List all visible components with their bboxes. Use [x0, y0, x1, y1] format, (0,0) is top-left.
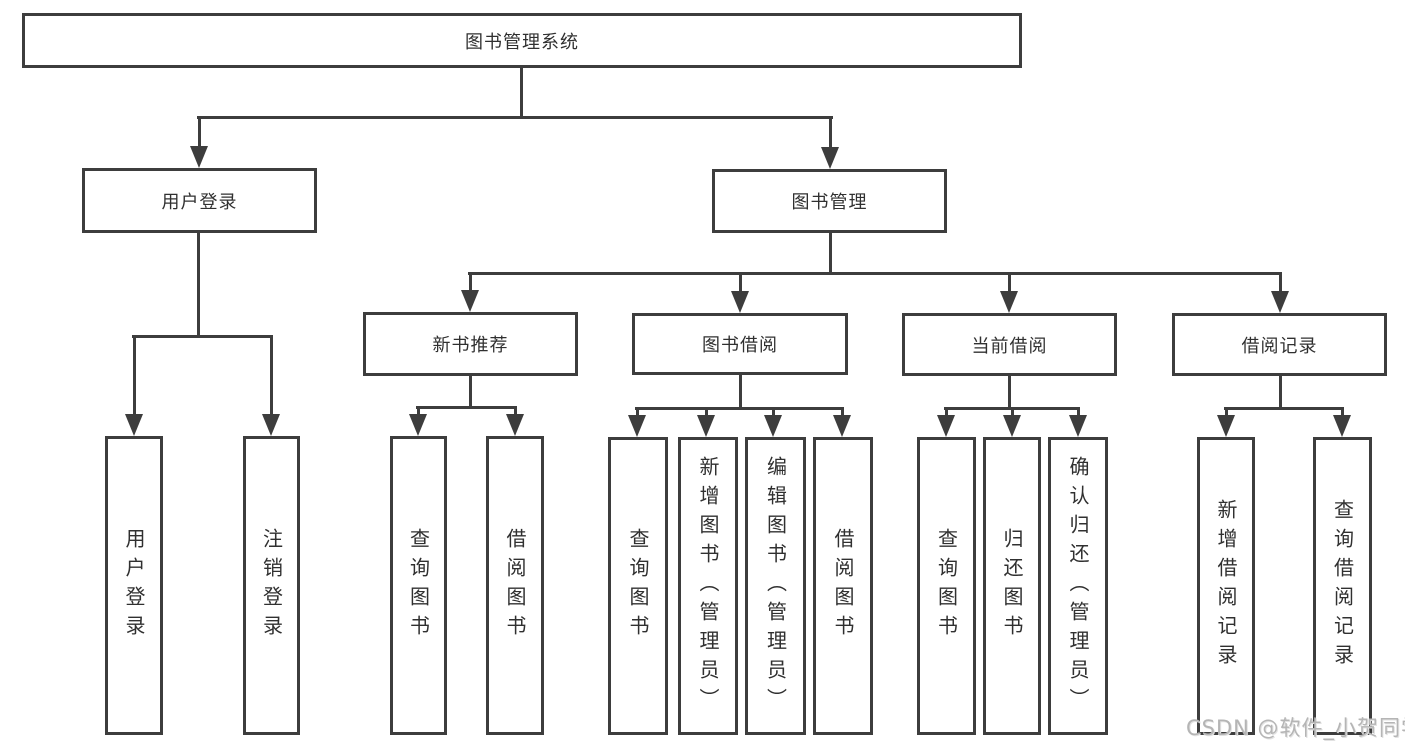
connector-line [1011, 408, 1014, 417]
arrow-down-icon [628, 415, 646, 437]
connector-line [1279, 376, 1282, 410]
connector-line [133, 336, 136, 416]
connector-line [468, 272, 1282, 275]
arrow-down-icon [821, 147, 839, 169]
leaf-label: 查询图书 [406, 527, 431, 644]
node-book-borrowing: 图书借阅 [632, 313, 848, 375]
connector-line [841, 408, 844, 417]
arrow-down-icon [1069, 415, 1087, 437]
arrow-down-icon [1000, 291, 1018, 313]
arrow-down-icon [262, 414, 280, 436]
arrow-down-icon [731, 291, 749, 313]
node-user-login: 用户登录 [82, 168, 317, 233]
arrow-down-icon [506, 414, 524, 436]
arrow-down-icon [764, 415, 782, 437]
connector-line [1077, 408, 1080, 417]
leaf-cb-confirm-return-admin: 确认归还（管理员） [1048, 437, 1108, 735]
node-label: 当前借阅 [971, 335, 1048, 357]
leaf-nb-borrow-books: 借阅图书 [486, 436, 544, 735]
leaf-label: 用户登录 [122, 527, 146, 644]
connector-line [520, 68, 523, 119]
leaf-label: 借阅图书 [831, 528, 855, 644]
node-library-management-system: 图书管理系统 [22, 13, 1022, 68]
leaf-label: 注销登录 [259, 527, 284, 644]
watermark: CSDN @软件_小贺同学 [1186, 716, 1405, 740]
connector-line [635, 407, 844, 410]
leaf-label: 新增图书（管理员） [696, 455, 720, 717]
arrow-down-icon [1003, 415, 1021, 437]
connector-line [705, 408, 708, 417]
arrow-down-icon [1271, 291, 1289, 313]
connector-line [416, 406, 517, 409]
leaf-label: 编辑图书（管理员） [763, 455, 788, 717]
connector-line [1225, 408, 1228, 417]
connector-line [636, 408, 639, 417]
connector-line [829, 117, 832, 149]
leaf-label: 确认归还（管理员） [1066, 455, 1090, 717]
connector-line [945, 408, 948, 417]
leaf-label: 查询图书 [626, 528, 650, 644]
leaf-label: 归还图书 [1000, 528, 1024, 644]
leaf-user-login: 用户登录 [105, 436, 163, 735]
leaf-label: 查询借阅记录 [1330, 499, 1355, 673]
leaf-label: 借阅图书 [503, 527, 527, 644]
connector-line [1008, 273, 1011, 293]
leaf-bb-edit-books-admin: 编辑图书（管理员） [745, 437, 806, 735]
connector-line [1224, 407, 1344, 410]
connector-line [270, 336, 273, 416]
leaf-label: 新增借阅记录 [1214, 499, 1238, 673]
leaf-br-add-record: 新增借阅记录 [1197, 437, 1255, 735]
arrow-down-icon [190, 146, 208, 168]
connector-line [739, 375, 742, 410]
node-label: 用户登录 [161, 191, 238, 213]
leaf-logout: 注销登录 [243, 436, 300, 735]
connector-line [1341, 408, 1344, 417]
node-new-book-recommend: 新书推荐 [363, 312, 578, 376]
connector-line [198, 117, 201, 148]
node-label: 借阅记录 [1241, 335, 1318, 357]
leaf-cb-return-books: 归还图书 [983, 437, 1041, 735]
leaf-bb-query-books: 查询图书 [608, 437, 668, 735]
node-borrowing-records: 借阅记录 [1172, 313, 1387, 376]
arrow-down-icon [697, 415, 715, 437]
connector-line [197, 116, 833, 119]
node-label: 图书管理系统 [465, 31, 579, 53]
leaf-cb-query-books: 查询图书 [917, 437, 976, 735]
arrow-down-icon [937, 415, 955, 437]
connector-line [197, 233, 200, 338]
connector-line [1279, 273, 1282, 293]
arrow-down-icon [833, 415, 851, 437]
connector-line [739, 273, 742, 293]
arrow-down-icon [461, 290, 479, 312]
leaf-nb-query-books: 查询图书 [390, 436, 447, 735]
node-book-management: 图书管理 [712, 169, 947, 233]
connector-line [772, 408, 775, 417]
connector-line [1008, 376, 1011, 410]
leaf-label: 查询图书 [934, 528, 959, 644]
connector-line [469, 376, 472, 409]
connector-line [829, 233, 832, 275]
arrow-down-icon [1217, 415, 1235, 437]
leaf-bb-add-books-admin: 新增图书（管理员） [678, 437, 738, 735]
connector-line [132, 335, 273, 338]
arrow-down-icon [125, 414, 143, 436]
connector-line [469, 273, 472, 292]
connector-line [417, 407, 420, 416]
arrow-down-icon [1333, 415, 1351, 437]
leaf-bb-borrow-books: 借阅图书 [813, 437, 873, 735]
leaf-br-query-record: 查询借阅记录 [1313, 437, 1372, 735]
node-label: 图书借阅 [702, 335, 778, 356]
node-label: 图书管理 [791, 192, 868, 213]
node-label: 新书推荐 [432, 335, 509, 356]
node-current-borrowing: 当前借阅 [902, 313, 1117, 376]
connector-line [514, 407, 517, 416]
arrow-down-icon [409, 414, 427, 436]
